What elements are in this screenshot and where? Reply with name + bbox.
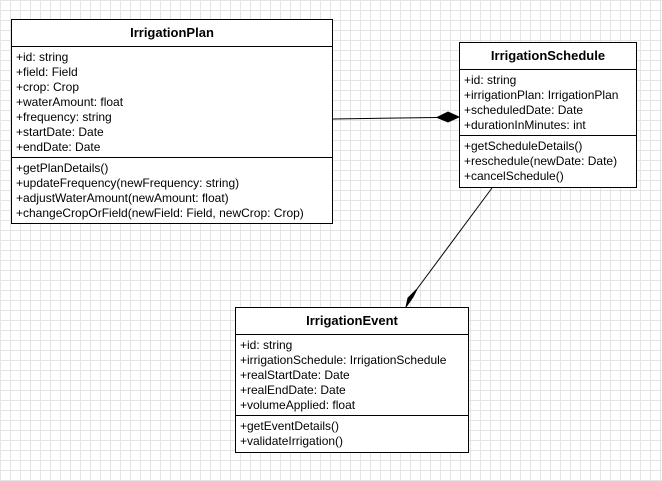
method-reschedule: +reschedule(newDate: Date) xyxy=(464,154,618,168)
method-get-schedule-details: +getScheduleDetails() xyxy=(464,139,583,153)
attribute-end-date: +endDate: Date xyxy=(16,140,101,154)
methods-compartment: +getPlanDetails() +updateFrequency(newFr… xyxy=(12,158,332,223)
class-name-irrigation-event: IrrigationEvent xyxy=(236,308,468,335)
method-adjust-water-amount: +adjustWaterAmount(newAmount: float) xyxy=(16,191,229,205)
attribute-real-start-date: +realStartDate: Date xyxy=(240,368,350,382)
attribute-crop: +crop: Crop xyxy=(16,80,80,94)
method-validate-irrigation: +validateIrrigation() xyxy=(240,434,344,448)
attribute-id: +id: string xyxy=(464,73,517,87)
attribute-frequency: +frequency: string xyxy=(16,110,112,124)
attribute-real-end-date: +realEndDate: Date xyxy=(240,383,346,397)
attribute-scheduled-date: +scheduledDate: Date xyxy=(464,103,584,117)
methods-compartment: +getEventDetails() +validateIrrigation() xyxy=(236,416,468,451)
attribute-volume-applied: +volumeApplied: float xyxy=(240,398,356,412)
attribute-water-amount: +waterAmount: float xyxy=(16,95,124,109)
method-cancel-schedule: +cancelSchedule() xyxy=(464,169,564,183)
attribute-duration-in-minutes: +durationInMinutes: int xyxy=(464,118,586,132)
attribute-irrigation-schedule: +irrigationSchedule: IrrigationSchedule xyxy=(240,353,447,367)
class-name-irrigation-plan: IrrigationPlan xyxy=(12,20,332,47)
class-irrigation-event[interactable]: IrrigationEvent +id: string +irrigationS… xyxy=(235,307,469,453)
class-irrigation-schedule[interactable]: IrrigationSchedule +id: string +irrigati… xyxy=(459,42,637,188)
attribute-id: +id: string xyxy=(16,50,69,64)
attribute-field: +field: Field xyxy=(16,65,78,79)
class-irrigation-plan[interactable]: IrrigationPlan +id: string +field: Field… xyxy=(11,19,333,224)
attribute-start-date: +startDate: Date xyxy=(16,125,104,139)
association-line-plan-schedule xyxy=(332,117,438,120)
attribute-id: +id: string xyxy=(240,338,293,352)
method-get-plan-details: +getPlanDetails() xyxy=(16,161,109,175)
association-line-schedule-event xyxy=(416,187,493,290)
methods-compartment: +getScheduleDetails() +reschedule(newDat… xyxy=(460,136,636,186)
composition-diamond-event xyxy=(405,288,418,308)
attributes-compartment: +id: string +irrigationSchedule: Irrigat… xyxy=(236,335,468,416)
composition-plan-schedule[interactable] xyxy=(332,111,461,123)
composition-diamond-schedule xyxy=(435,111,461,123)
class-name-irrigation-schedule: IrrigationSchedule xyxy=(460,43,636,70)
attributes-compartment: +id: string +field: Field +crop: Crop +w… xyxy=(12,47,332,158)
attributes-compartment: +id: string +irrigationPlan: IrrigationP… xyxy=(460,70,636,136)
method-get-event-details: +getEventDetails() xyxy=(240,419,340,433)
method-update-frequency: +updateFrequency(newFrequency: string) xyxy=(16,176,240,190)
composition-schedule-event[interactable] xyxy=(405,187,493,308)
method-change-crop-or-field: +changeCropOrField(newField: Field, newC… xyxy=(16,206,304,220)
attribute-irrigation-plan: +irrigationPlan: IrrigationPlan xyxy=(464,88,619,102)
